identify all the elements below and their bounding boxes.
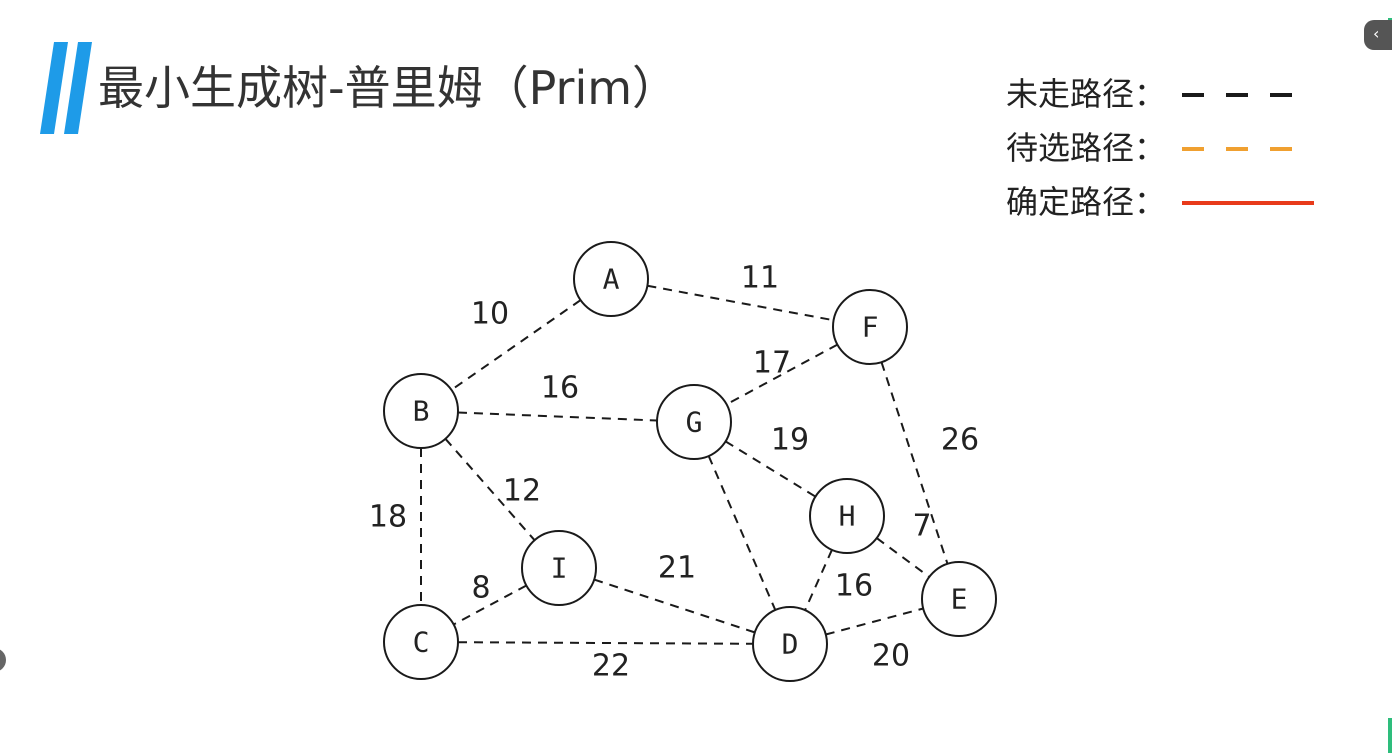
node-G: G: [656, 384, 732, 460]
side-accent-bottom: [1388, 718, 1392, 753]
node-H: H: [809, 478, 885, 554]
node-C: C: [383, 604, 459, 680]
edge-weight-F-G: 17: [753, 346, 791, 381]
legend-label: 未走路径：: [1006, 75, 1167, 113]
legend-label: 待选路径：: [1006, 129, 1167, 167]
edge-G-D: [707, 455, 777, 611]
node-label: B: [413, 395, 430, 428]
edge-weight-I-C: 8: [471, 571, 490, 606]
node-label: F: [862, 311, 879, 344]
edge-weight-D-E: 20: [872, 639, 910, 674]
collapse-panel-button[interactable]: ‹: [1364, 20, 1392, 50]
node-F: F: [832, 289, 908, 365]
edge-weight-B-G: 16: [541, 371, 579, 406]
page-title: 最小生成树-普里姆（Prim）: [98, 61, 679, 115]
node-circle: [832, 289, 908, 365]
legend-swatch-black-dashed: [1182, 93, 1314, 97]
edge-F-E: [880, 361, 949, 565]
legend-swatch-orange-dashed: [1182, 147, 1314, 151]
legend-label: 确定路径：: [1006, 183, 1167, 221]
edge-weight-G-H: 19: [771, 423, 809, 458]
node-label: G: [686, 406, 703, 439]
node-circle: [573, 241, 649, 317]
node-circle: [752, 606, 828, 682]
node-B: B: [383, 373, 459, 449]
node-A: A: [573, 241, 649, 317]
edge-H-D: [804, 549, 833, 611]
left-edge-handle[interactable]: [0, 648, 6, 672]
edge-weight-B-I: 12: [503, 474, 541, 509]
edge-A-B: [450, 299, 582, 391]
edge-B-G: [457, 411, 658, 422]
node-circle: [656, 384, 732, 460]
edge-B-I: [444, 438, 536, 541]
node-I: I: [521, 530, 597, 606]
node-D: D: [752, 606, 828, 682]
edge-I-C: [453, 584, 527, 626]
title-accent-bars-icon: [40, 42, 92, 134]
edge-G-H: [725, 440, 816, 498]
node-circle: [521, 530, 597, 606]
edge-weight-H-D: 16: [835, 569, 873, 604]
node-circle: [383, 604, 459, 680]
node-label: H: [839, 500, 856, 533]
node-label: A: [603, 263, 620, 296]
edge-I-D: [593, 578, 756, 634]
edge-weight-F-E: 26: [941, 423, 979, 458]
node-label: E: [951, 583, 968, 616]
edge-C-D: [457, 641, 754, 645]
node-circle: [809, 478, 885, 554]
legend-item-candidate: 待选路径：: [1006, 128, 1336, 168]
edge-weight-H-E: 7: [912, 509, 931, 544]
node-label: I: [551, 552, 568, 585]
node-label: D: [782, 628, 799, 661]
edge-weight-I-D: 21: [658, 551, 696, 586]
legend-item-unvisited: 未走路径：: [1006, 74, 1336, 114]
legend-swatch-red-solid: [1182, 201, 1314, 205]
edge-weight-C-D: 22: [592, 649, 630, 684]
edge-F-G: [726, 343, 838, 406]
node-E: E: [921, 561, 997, 637]
node-circle: [383, 373, 459, 449]
edge-weight-B-C: 18: [369, 500, 407, 535]
edge-weight-A-F: 11: [741, 261, 779, 296]
edge-H-E: [876, 537, 930, 578]
node-label: C: [413, 626, 430, 659]
legend-item-confirmed: 确定路径：: [1006, 182, 1336, 222]
edge-D-E: [825, 607, 924, 636]
edge-weight-A-B: 10: [471, 297, 509, 332]
node-circle: [921, 561, 997, 637]
chevron-left-icon: ‹: [1373, 24, 1380, 43]
